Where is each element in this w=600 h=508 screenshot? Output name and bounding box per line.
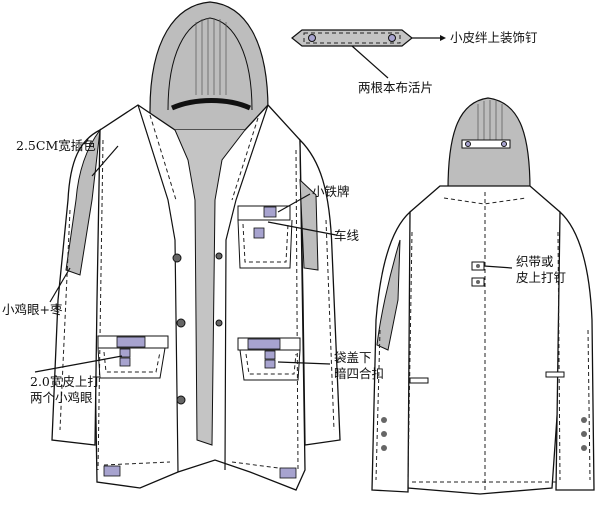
label-eyelet-bartack: 小鸡眼+枣 xyxy=(2,302,63,317)
label-small-iron-plate: 小铁牌 xyxy=(312,184,350,199)
label-insert-color: 2.5CM宽插色 xyxy=(16,138,96,153)
label-pocket-flap-under: 袋盖下 xyxy=(334,350,372,365)
annotation-labels: 小皮绊上装饰钉 两根本布活片 2.5CM宽插色 小铁牌 车线 小鸡眼+枣 织带或… xyxy=(2,30,567,405)
label-webbing-or: 织带或 xyxy=(516,254,554,269)
label-two-eyelets: 两个小鸡眼 xyxy=(30,390,93,405)
leather-strap-detail xyxy=(291,29,413,47)
label-two-fabric-tabs: 两根本布活片 xyxy=(358,80,433,95)
label-leather-rivet: 皮上打钉 xyxy=(516,270,567,285)
leader-lines xyxy=(34,35,513,373)
label-hidden-snap: 暗四合扣 xyxy=(334,366,384,381)
label-leather-strap-rivets: 小皮绊上装饰钉 xyxy=(450,30,538,45)
front-view-jacket xyxy=(51,1,341,491)
label-leather-width: 2.0宽皮上打 xyxy=(30,374,100,389)
label-topstitch: 车线 xyxy=(334,228,360,243)
back-view-jacket xyxy=(371,97,595,495)
